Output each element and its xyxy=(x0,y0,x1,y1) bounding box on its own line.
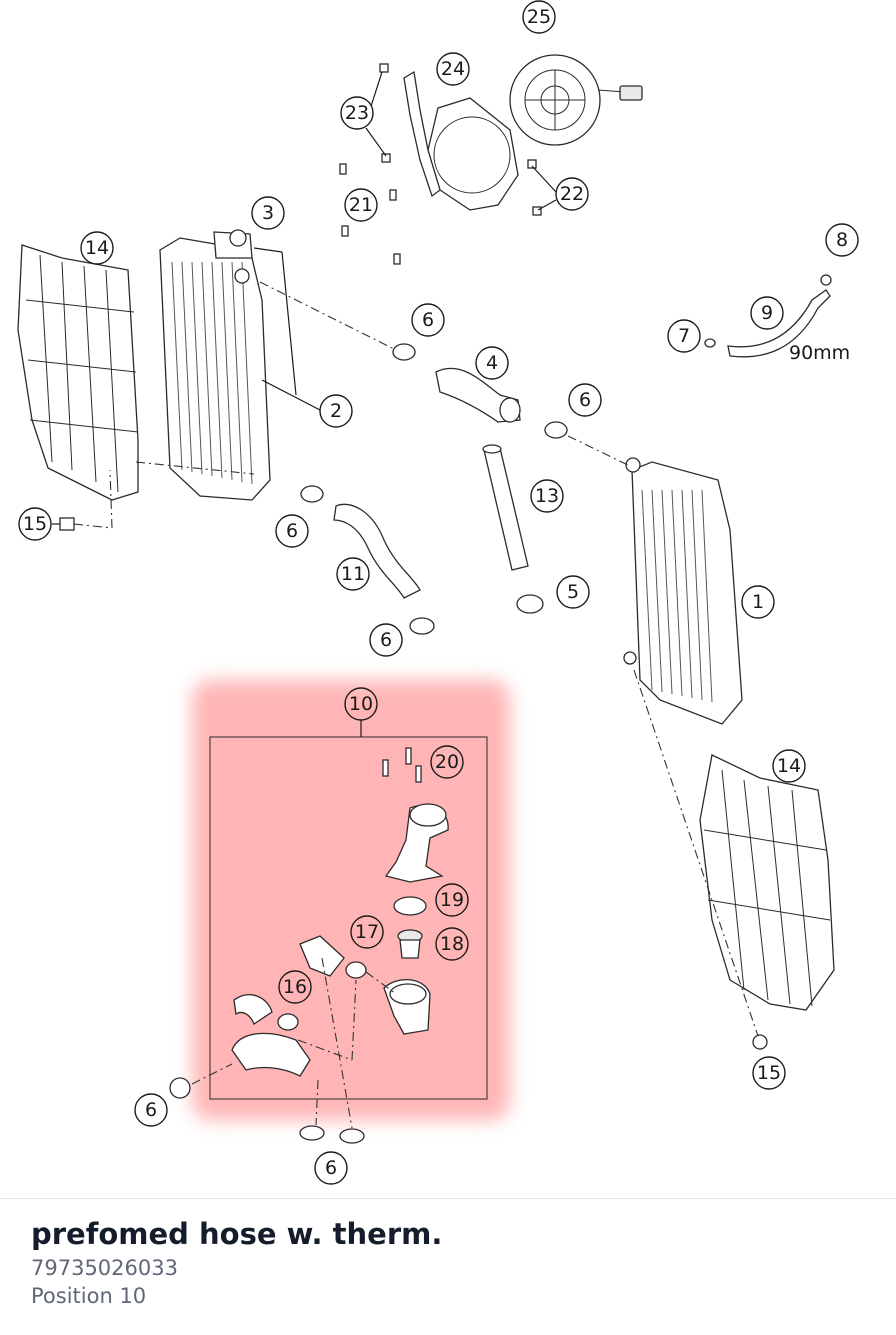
exploded-parts-diagram: 90mm 25 24 23 22 21 3 14 2 6 4 8 9 7 6 1… xyxy=(17,0,859,1185)
callout-6-a[interactable]: 6 xyxy=(411,303,445,337)
svg-text:6: 6 xyxy=(380,629,392,651)
svg-text:21: 21 xyxy=(349,194,373,216)
callout-10[interactable]: 10 xyxy=(344,687,378,721)
right-radiator xyxy=(623,457,743,725)
callout-4[interactable]: 4 xyxy=(475,346,509,380)
callout-17[interactable]: 17 xyxy=(350,915,384,949)
callout-23[interactable]: 23 xyxy=(340,96,374,130)
callout-1[interactable]: 1 xyxy=(741,585,775,619)
svg-text:14: 14 xyxy=(85,237,109,259)
callout-5[interactable]: 5 xyxy=(556,575,590,609)
svg-text:6: 6 xyxy=(325,1157,337,1179)
svg-text:6: 6 xyxy=(422,309,434,331)
callout-9[interactable]: 9 xyxy=(750,296,784,330)
right-radiator-guard xyxy=(699,754,835,1011)
callout-6-e[interactable]: 6 xyxy=(134,1093,168,1127)
svg-text:25: 25 xyxy=(527,6,551,28)
svg-text:3: 3 xyxy=(262,202,274,224)
svg-text:20: 20 xyxy=(435,751,459,773)
callout-19[interactable]: 19 xyxy=(435,883,469,917)
part-position: Position 10 xyxy=(31,1284,147,1308)
callout-16[interactable]: 16 xyxy=(278,970,312,1004)
left-radiator-guard xyxy=(17,244,139,501)
svg-text:8: 8 xyxy=(836,229,848,251)
leader-lines xyxy=(52,71,557,525)
part-info-panel: prefomed hose w. therm. 79735026033 Posi… xyxy=(31,1214,442,1310)
svg-text:5: 5 xyxy=(567,581,579,603)
left-radiator xyxy=(159,229,271,501)
svg-text:23: 23 xyxy=(345,102,369,124)
svg-text:6: 6 xyxy=(145,1099,157,1121)
svg-text:24: 24 xyxy=(441,58,465,80)
svg-text:22: 22 xyxy=(560,183,584,205)
svg-text:16: 16 xyxy=(283,976,307,998)
hoses-and-clamps xyxy=(59,274,832,1050)
callout-8[interactable]: 8 xyxy=(825,223,859,257)
svg-text:4: 4 xyxy=(486,352,498,374)
connection-lines xyxy=(73,281,759,1129)
callout-6-b[interactable]: 6 xyxy=(568,383,602,417)
fan-assembly xyxy=(339,54,643,265)
callout-6-c[interactable]: 6 xyxy=(275,514,309,548)
callout-25[interactable]: 25 xyxy=(522,0,556,34)
callout-13[interactable]: 13 xyxy=(530,479,564,513)
callout-14-right[interactable]: 14 xyxy=(772,749,806,783)
svg-text:15: 15 xyxy=(23,513,47,535)
callout-11[interactable]: 11 xyxy=(336,557,370,591)
callout-7[interactable]: 7 xyxy=(667,319,701,353)
callout-3[interactable]: 3 xyxy=(251,196,285,230)
svg-text:19: 19 xyxy=(440,889,464,911)
hose-length-label: 90mm xyxy=(789,342,850,364)
svg-text:2: 2 xyxy=(330,400,342,422)
callout-21[interactable]: 21 xyxy=(344,188,378,222)
svg-text:6: 6 xyxy=(579,389,591,411)
thermostat-assembly xyxy=(169,720,488,1144)
callout-14-left[interactable]: 14 xyxy=(80,231,114,265)
callout-20[interactable]: 20 xyxy=(430,745,464,779)
info-divider xyxy=(0,1198,896,1199)
svg-text:17: 17 xyxy=(355,921,379,943)
callout-6-f[interactable]: 6 xyxy=(314,1151,348,1185)
callout-18[interactable]: 18 xyxy=(435,927,469,961)
callout-15-left[interactable]: 15 xyxy=(18,507,52,541)
callout-15-right[interactable]: 15 xyxy=(752,1056,786,1090)
svg-text:9: 9 xyxy=(761,302,773,324)
svg-text:18: 18 xyxy=(440,933,464,955)
svg-text:15: 15 xyxy=(757,1062,781,1084)
part-title: prefomed hose w. therm. xyxy=(31,1217,443,1251)
callout-22[interactable]: 22 xyxy=(555,177,589,211)
callout-6-d[interactable]: 6 xyxy=(369,623,403,657)
callout-2[interactable]: 2 xyxy=(319,394,353,428)
svg-text:7: 7 xyxy=(678,325,690,347)
svg-text:13: 13 xyxy=(535,485,559,507)
part-number: 79735026033 xyxy=(31,1256,178,1280)
callout-24[interactable]: 24 xyxy=(436,52,470,86)
svg-text:6: 6 xyxy=(286,520,298,542)
svg-text:10: 10 xyxy=(349,693,373,715)
svg-text:11: 11 xyxy=(341,563,365,585)
callouts: 25 24 23 22 21 3 14 2 6 4 8 9 7 6 13 15 … xyxy=(18,0,859,1185)
svg-text:14: 14 xyxy=(777,755,801,777)
svg-text:1: 1 xyxy=(752,591,764,613)
